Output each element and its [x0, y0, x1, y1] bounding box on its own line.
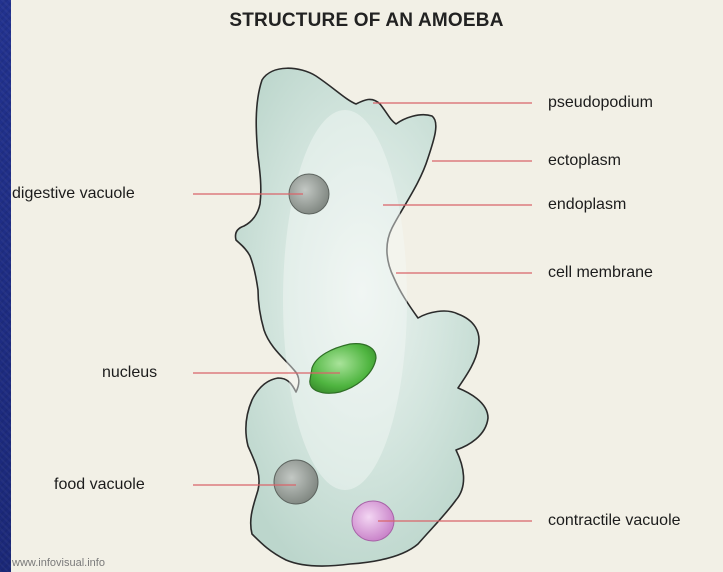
label-cell-membrane: cell membrane: [548, 264, 653, 282]
label-endoplasm: endoplasm: [548, 196, 626, 214]
label-contractile-vacuole: contractile vacuole: [548, 512, 681, 530]
diagram-title: STRUCTURE OF AN AMOEBA: [0, 10, 723, 32]
food-vacuole-shape: [274, 460, 318, 504]
label-food-vacuole: food vacuole: [54, 476, 145, 494]
label-ectoplasm: ectoplasm: [548, 152, 621, 170]
endoplasm-region: [283, 110, 407, 490]
source-watermark: www.infovisual.info: [12, 557, 105, 569]
label-nucleus: nucleus: [102, 364, 157, 382]
label-digestive-vacuole: digestive vacuole: [12, 185, 135, 203]
label-pseudopodium: pseudopodium: [548, 94, 653, 112]
